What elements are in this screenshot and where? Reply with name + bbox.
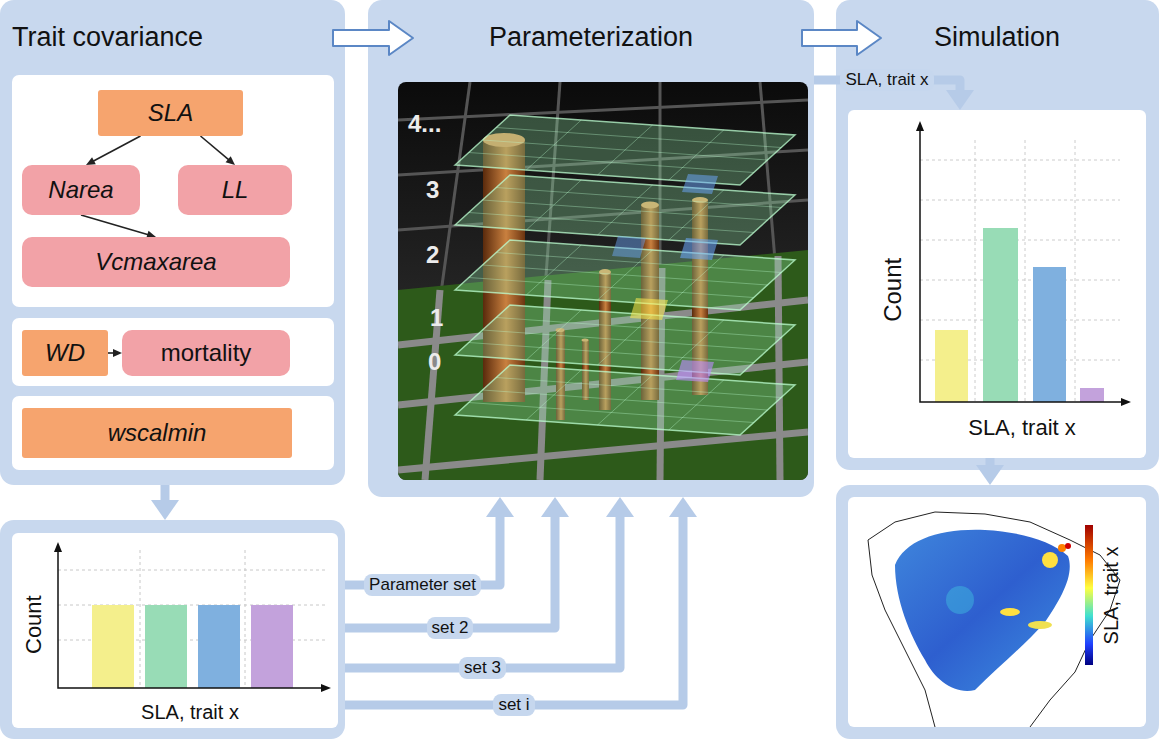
connector [345, 497, 697, 705]
panel-title: Parameterization [489, 22, 693, 53]
trait-box: LL [178, 165, 292, 215]
layer-number: 2 [426, 241, 439, 269]
trait-label: WD [45, 339, 85, 367]
connector-line [345, 516, 555, 628]
histogram-panel: CountSLA, trait x [0, 520, 345, 739]
trait-box: WD [22, 330, 108, 376]
layer-number: 3 [426, 176, 439, 204]
layer-number: 1 [430, 304, 443, 332]
trait-label: wscalmin [108, 419, 207, 447]
connector-line [345, 516, 620, 668]
panel-title: Trait covariance [12, 22, 203, 53]
connector [345, 497, 569, 628]
arrow-head [606, 497, 634, 517]
trait-label: Vcmaxarea [95, 248, 216, 276]
axis-label: SLA, trait x [141, 701, 239, 724]
trait-box: mortality [122, 330, 290, 376]
edge-label: set i [493, 694, 534, 716]
arrow-head [669, 497, 697, 517]
panel-title: Simulation [934, 22, 1060, 53]
layer-number: 0 [428, 348, 441, 376]
axis-label: Count [879, 258, 907, 322]
layer-number: 4... [408, 110, 441, 138]
trait-label: Narea [48, 176, 113, 204]
trait-label: LL [222, 176, 249, 204]
arrow-head [486, 497, 514, 517]
connector [345, 497, 634, 668]
trait-box: wscalmin [22, 408, 292, 458]
trait-label: SLA [148, 99, 193, 127]
connector [151, 485, 179, 520]
axis-label: SLA, trait x [968, 415, 1076, 440]
trait-box: Vcmaxarea [22, 237, 290, 287]
arrow-head [151, 500, 179, 520]
trait-box: SLA [98, 90, 243, 136]
histogram-box: CountSLA, trait x [848, 110, 1146, 458]
trait-box: Narea [22, 165, 140, 215]
arrow-head [541, 497, 569, 517]
edge-label: set 3 [459, 657, 506, 679]
edge-label: Parameter set [364, 574, 481, 596]
axis-label: SLA, trait x [1101, 546, 1124, 644]
trait-label: mortality [161, 339, 252, 367]
edge-label: set 2 [427, 617, 474, 639]
axis-label: Count [20, 596, 45, 655]
map-panel: SLA, trait x [836, 485, 1159, 739]
connector-line [345, 516, 683, 705]
connector [345, 497, 514, 585]
connector-line [161, 485, 170, 501]
panel: Trait covarianceSLA Narea LL VcmaxareaWD mor… [0, 0, 345, 485]
edge-label: SLA, trait x [840, 69, 933, 91]
